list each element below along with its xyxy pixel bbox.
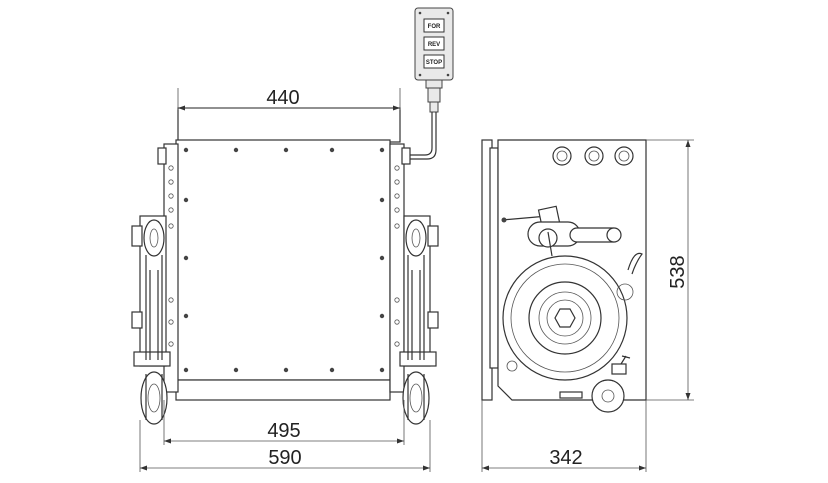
side-knobs [552, 146, 634, 166]
dimension-538: 538 [646, 139, 694, 401]
left-roller-assembly [131, 215, 171, 425]
lever-assembly [501, 205, 643, 275]
dimension-495: 495 [163, 400, 405, 445]
pendant-cable [408, 112, 433, 156]
body-bolts [183, 147, 385, 373]
pendant-button-stop-label: STOP [426, 60, 442, 66]
side-view [481, 139, 647, 413]
pendant-control: FOR REV STOP [414, 7, 454, 113]
dimension-590: 590 [139, 420, 431, 472]
large-wheel [502, 255, 634, 381]
left-side-bracket [157, 143, 179, 393]
dimension-590-label: 590 [268, 447, 301, 469]
pendant-button-rev-label: REV [428, 42, 440, 48]
dimension-440-label: 440 [266, 87, 299, 109]
dimension-538-label: 538 [667, 255, 689, 288]
dimension-440: 440 [177, 87, 401, 111]
small-wheel [506, 355, 631, 413]
dimension-495-label: 495 [267, 420, 300, 442]
dimension-342: 342 [481, 400, 647, 472]
dimension-342-label: 342 [549, 447, 582, 469]
front-view [131, 107, 439, 425]
pendant-button-stop: STOP [423, 54, 445, 69]
pendant-button-for-label: FOR [428, 24, 441, 30]
pendant-button-rev: REV [423, 36, 445, 51]
right-roller-assembly [399, 215, 439, 425]
pendant-button-for: FOR [423, 18, 445, 33]
